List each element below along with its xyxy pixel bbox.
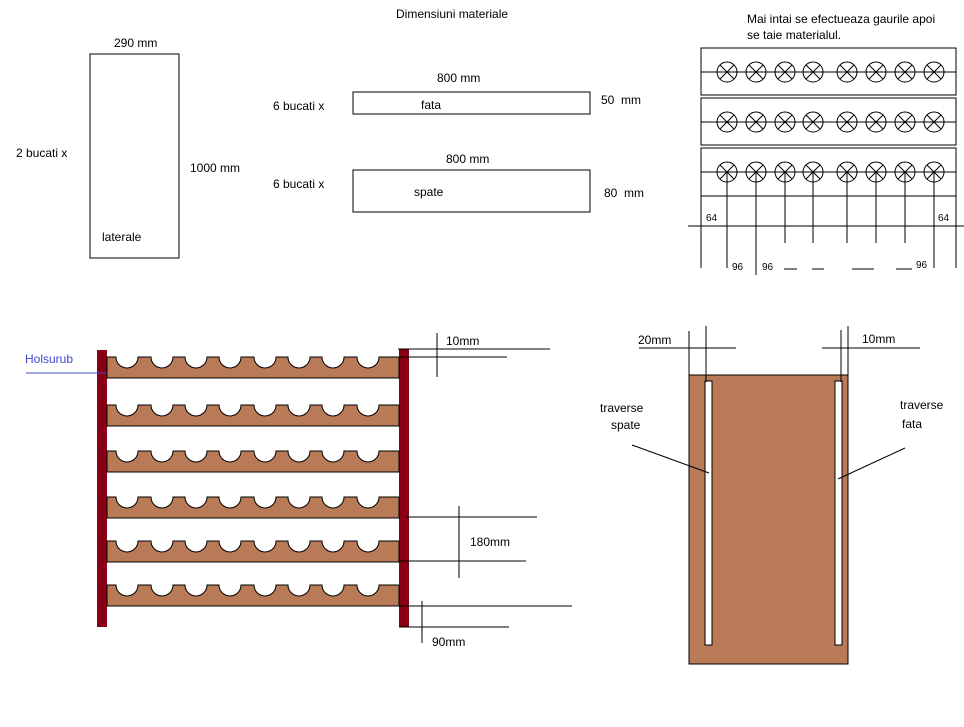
drill-hole-icon xyxy=(894,61,916,83)
drill-hole-icon xyxy=(802,61,824,83)
back-rail-drawing: 800 mm 80 mm 6 bucati x spate xyxy=(273,152,644,213)
slot-front xyxy=(834,380,843,646)
lateral-panel-drawing: 290 mm 1000 mm 2 bucati x laterale xyxy=(16,36,240,259)
drill-hole-icon xyxy=(802,111,824,133)
front-name-label: fata xyxy=(421,98,441,112)
drill-hole-icon xyxy=(923,61,945,83)
right-post xyxy=(399,349,409,627)
back-length-label: 800 mm xyxy=(446,152,489,166)
back-qty-label: 6 bucati x xyxy=(273,177,324,191)
drill-hole-icon xyxy=(745,61,767,83)
spacing-label: 180mm xyxy=(470,535,510,549)
back-label-line-1: traverse xyxy=(600,401,644,415)
drilling-diagram: 64 64 96 96 96 xyxy=(688,47,964,275)
drill-pitch-3: 96 xyxy=(916,260,928,271)
drill-edge-right: 64 xyxy=(938,213,950,224)
drill-hole-icon xyxy=(836,61,858,83)
drill-pitch-1: 96 xyxy=(732,262,744,273)
diagram-title: Dimensiuni materiale xyxy=(396,7,508,21)
front-rail xyxy=(352,91,591,115)
front-rail-drawing: 800 mm 50 mm 6 bucati x fata xyxy=(273,71,641,115)
drill-pitch-2: 96 xyxy=(762,262,774,273)
bottle-rail xyxy=(106,356,400,379)
lateral-qty-label: 2 bucati x xyxy=(16,146,67,160)
front-length-label: 800 mm xyxy=(437,71,480,85)
drill-hole-icon xyxy=(865,61,887,83)
drill-hole-icon xyxy=(894,111,916,133)
back-height-label: 80 mm xyxy=(604,186,644,200)
drill-hole-icon xyxy=(745,111,767,133)
bottle-rail xyxy=(106,450,400,473)
bottom-label: 90mm xyxy=(432,635,465,649)
front-qty-label: 6 bucati x xyxy=(273,99,324,113)
left-post xyxy=(97,350,107,627)
drill-hole-icon xyxy=(716,61,738,83)
bottle-rail xyxy=(106,584,400,607)
back-label-leader xyxy=(631,444,710,474)
drill-edge-left: 64 xyxy=(706,213,718,224)
rack-front-view: Holsurub 10mm 180mm 90mm xyxy=(25,333,572,649)
back-name-label: spate xyxy=(414,185,444,199)
back-rail xyxy=(352,169,591,213)
lateral-panel xyxy=(89,53,180,259)
drill-hole-icon xyxy=(836,111,858,133)
slot-back xyxy=(704,380,713,646)
side-panel xyxy=(688,374,849,665)
lateral-name-label: laterale xyxy=(102,230,142,244)
lateral-height-label: 1000 mm xyxy=(190,161,240,175)
offset-back-label: 20mm xyxy=(638,333,671,347)
bottle-rail xyxy=(106,540,400,563)
note-line-1: Mai intai se efectueaza gaurile apoi xyxy=(747,12,935,26)
side-view: 20mm 10mm traverse spate traverse fata xyxy=(600,326,944,665)
front-label-leader xyxy=(837,447,906,480)
front-height-label: 50 mm xyxy=(601,93,641,107)
drill-hole-icon xyxy=(865,111,887,133)
screw-label: Holsurub xyxy=(25,352,73,366)
drill-hole-icon xyxy=(774,111,796,133)
note-line-2: se taie materialul. xyxy=(747,28,841,42)
drill-hole-icon xyxy=(716,111,738,133)
drill-hole-icon xyxy=(774,61,796,83)
offset-front-label: 10mm xyxy=(862,332,895,346)
lateral-width-label: 290 mm xyxy=(114,36,157,50)
front-label-line-1: traverse xyxy=(900,398,944,412)
bottle-rail xyxy=(106,496,400,519)
drill-hole-icon xyxy=(923,111,945,133)
gap-top-label: 10mm xyxy=(446,334,479,348)
bottle-rail xyxy=(106,404,400,427)
back-label-line-2: spate xyxy=(611,418,641,432)
front-label-line-2: fata xyxy=(902,417,922,431)
